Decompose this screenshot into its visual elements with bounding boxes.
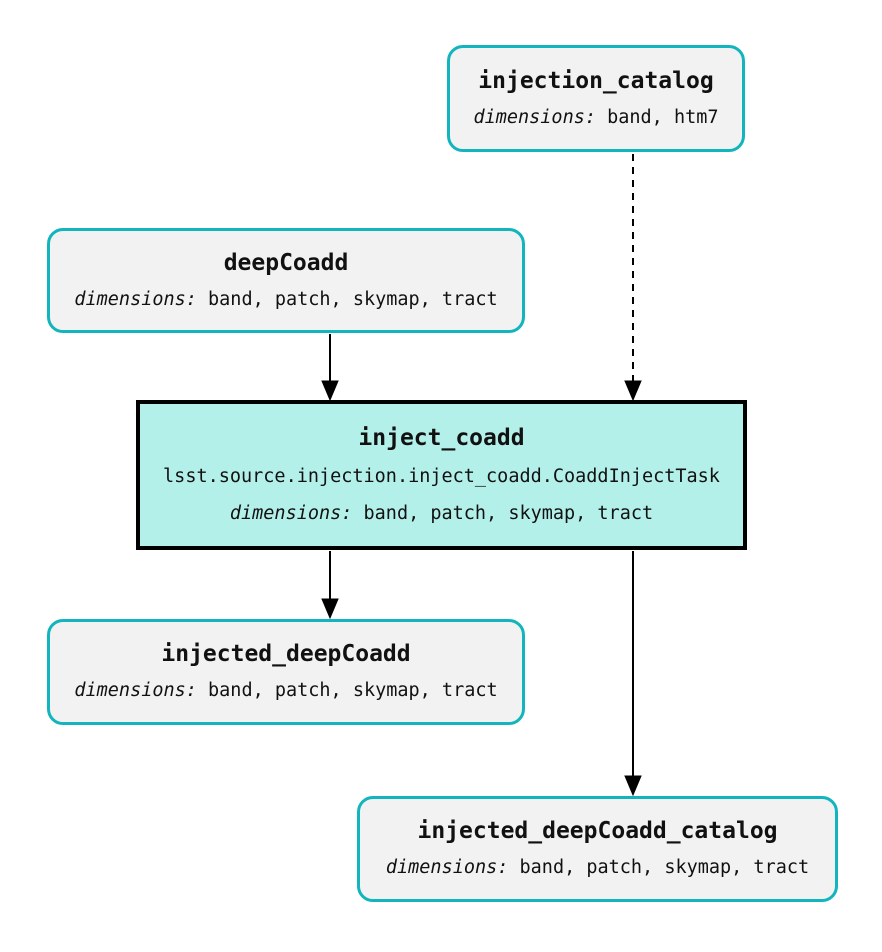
node-title: injection_catalog [478,67,714,94]
edge-deepcoadd-to-inject-coadd [321,334,339,402]
dimensions-values: band, patch, skymap, tract [363,502,654,524]
dimensions-label: dimensions: [229,502,353,524]
dimensions-values: band, htm7 [607,106,719,128]
dimensions-label: dimensions: [385,857,509,879]
node-title: deepCoadd [223,249,349,276]
node-title: injected_deepCoadd [161,641,411,668]
edge-injection-catalog-to-inject-coadd [624,154,642,402]
task-class-path: lsst.source.injection.inject_coadd.Coadd… [163,466,720,488]
node-dimensions: dimensions: band, patch, skymap, tract [74,681,497,701]
node-injected-deepcoadd: injected_deepCoadd dimensions: band, patc… [47,619,525,725]
edge-inject-coadd-to-injected-deepcoadd-catalog [624,551,642,797]
node-inject-coadd-task: inject_coadd lsst.source.injection.injec… [136,400,747,550]
dimensions-values: band, patch, skymap, tract [519,857,810,879]
node-dimensions: dimensions: band, patch, skymap, tract [229,502,654,524]
dimensions-label: dimensions: [473,106,596,128]
node-dimensions: dimensions: band, patch, skymap, tract [74,288,498,310]
node-title: injected_deepCoadd_catalog [417,818,778,845]
node-injected-deepcoadd-catalog: injected_deepCoadd_catalog dimensions: ba… [357,796,838,902]
node-dimensions: dimensions: band, patch, skymap, tract [386,858,809,878]
dimensions-label: dimensions: [74,288,197,310]
dimensions-label: dimensions: [74,680,197,702]
node-injection-catalog: injection_catalog dimensions: band, htm7 [447,45,745,152]
dimensions-values: band, patch, skymap, tract [208,680,498,702]
node-dimensions: dimensions: band, htm7 [473,106,719,128]
edge-inject-coadd-to-injected-deepcoadd [321,551,339,620]
node-title: inject_coadd [358,425,525,451]
node-deepcoadd: deepCoadd dimensions: band, patch, skymap… [47,228,525,333]
dimensions-values: band, patch, skymap, tract [208,288,498,310]
